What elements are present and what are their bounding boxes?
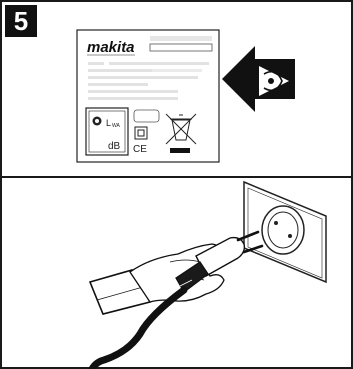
sound-label: L	[106, 118, 111, 128]
eye-arrow-icon	[222, 46, 295, 112]
sound-power-icon: L WA dB	[86, 108, 128, 155]
ce-mark: CE	[133, 144, 147, 155]
hand-plugging-in-icon	[90, 232, 262, 369]
sound-subscript: WA	[112, 123, 121, 129]
unit-label: dB	[108, 141, 121, 152]
brand-logo: makita	[87, 39, 135, 56]
rating-plate: makita L WA dB CE	[77, 30, 219, 162]
